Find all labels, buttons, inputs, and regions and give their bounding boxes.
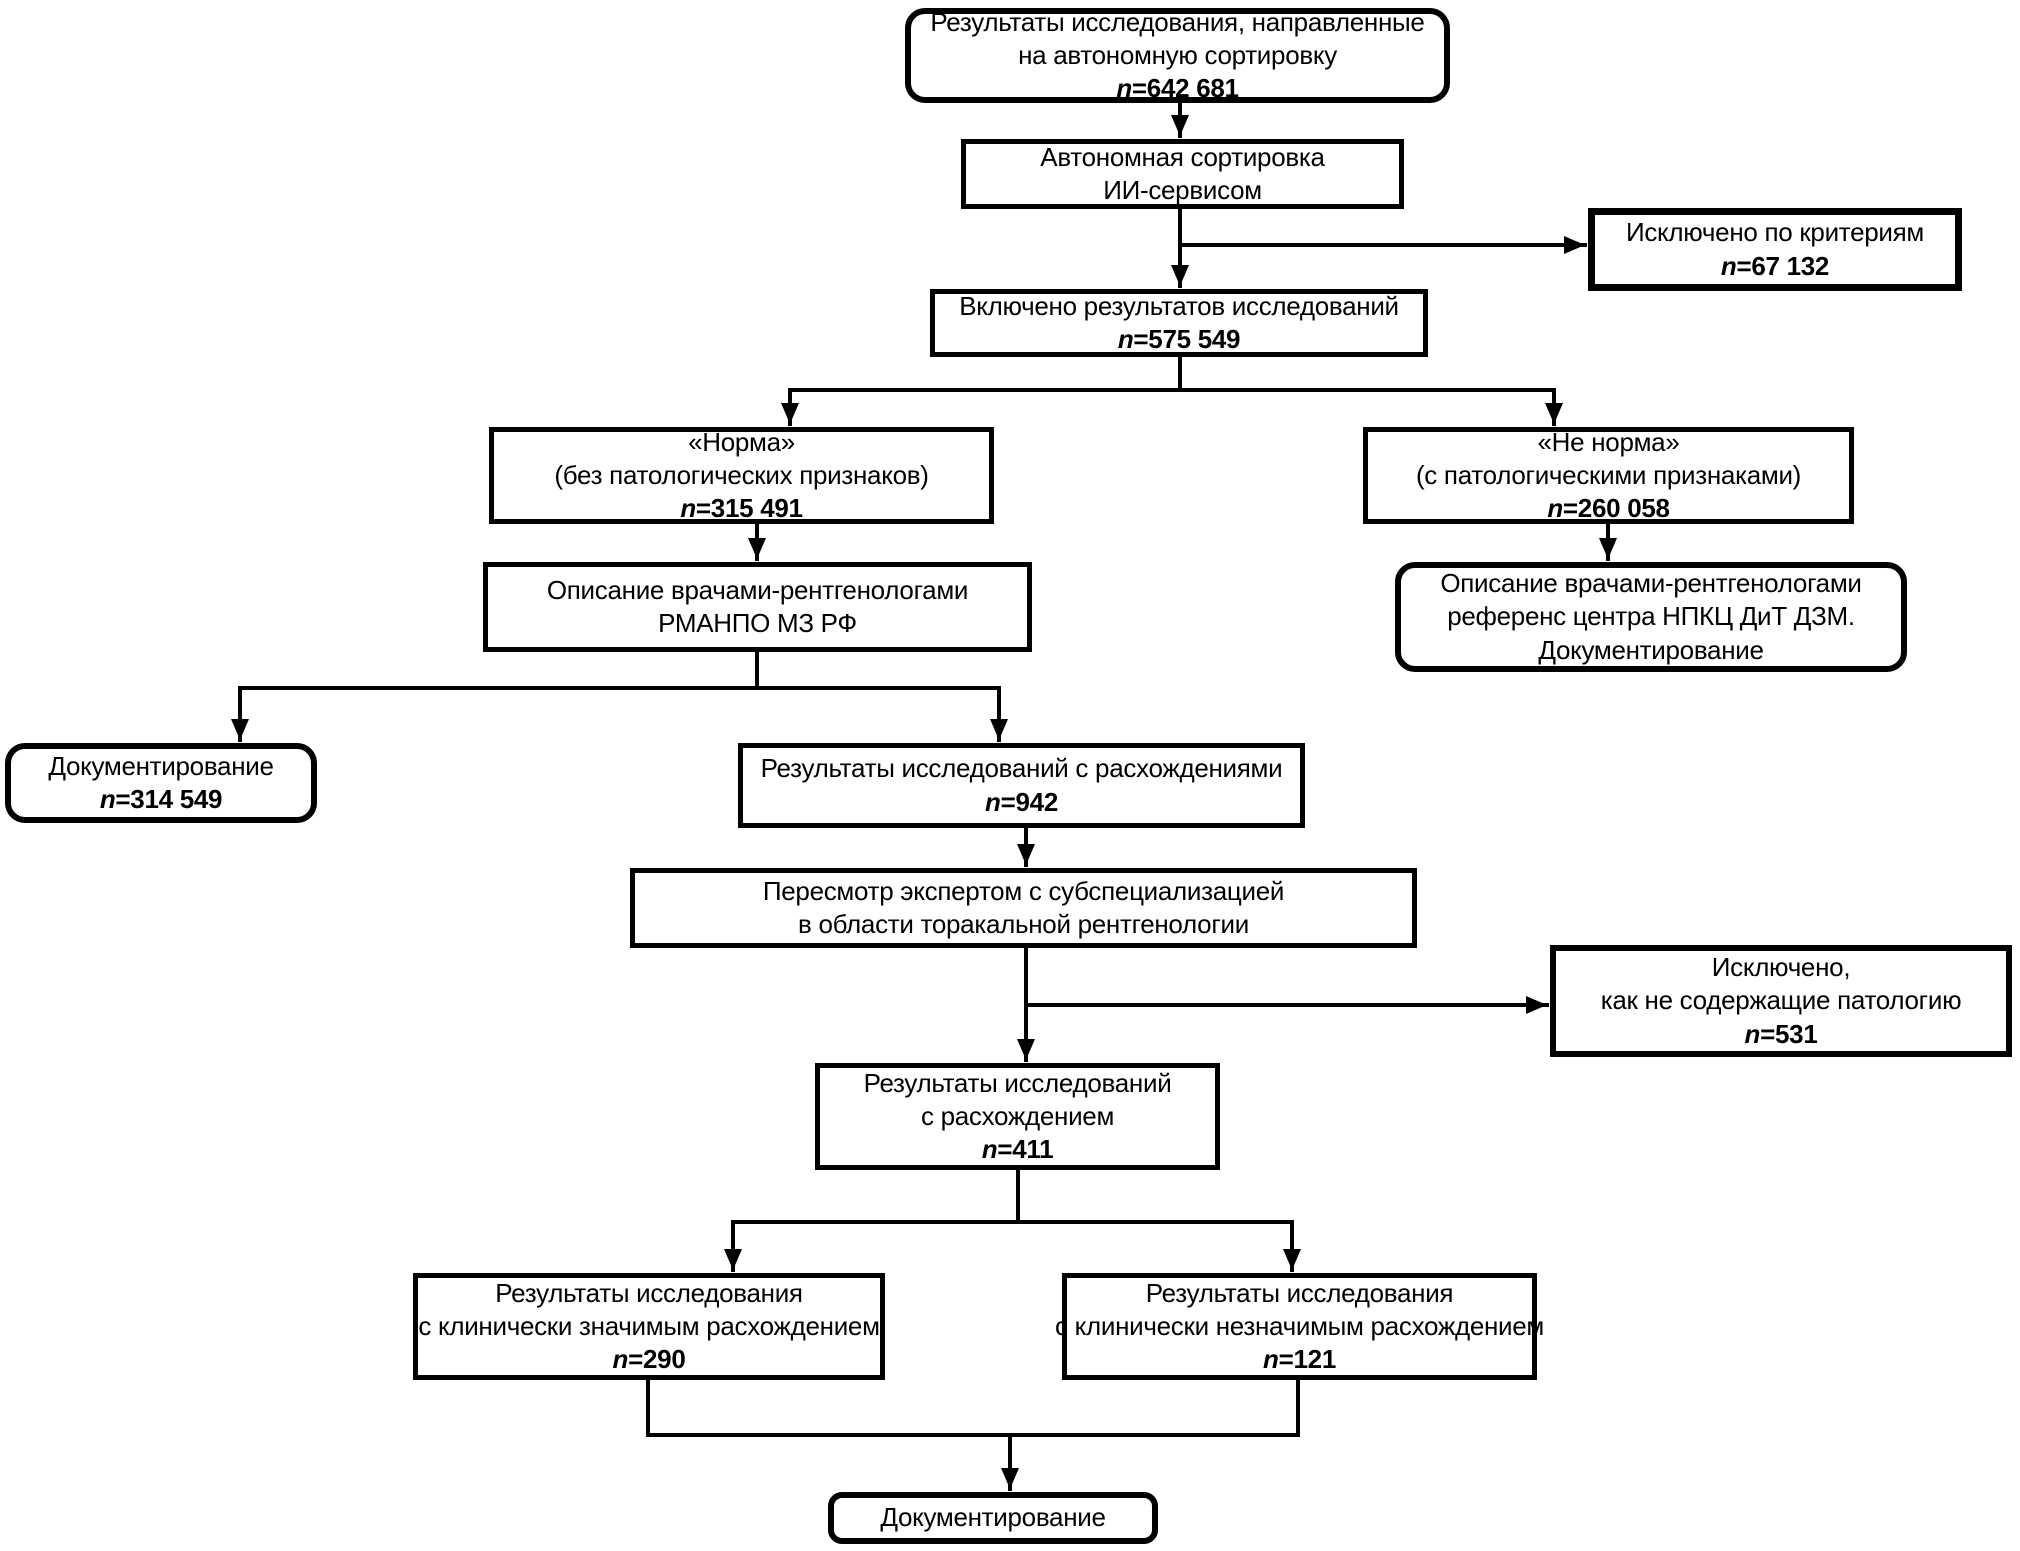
node-text: Результаты исследований с расхождениями [760,753,1283,784]
node-significant-discrepancy: Результаты исследования с клинически зна… [413,1273,885,1380]
node-count: n=642 681 [1116,73,1239,104]
node-text: Результаты исследования [495,1277,803,1308]
node-text: Описание врачами-рентгенологами [546,574,969,605]
node-count: n=531 [1744,1018,1818,1049]
node-text: в области торакальной рентгенологии [798,909,1249,939]
node-count: n=260 058 [1547,493,1670,524]
node-text: (с патологическими признаками) [1415,459,1802,490]
node-documentation-norm: Документирование n=314 549 [5,743,317,823]
node-text: с расхождением [920,1100,1115,1131]
node-text: Исключено, [1711,952,1851,983]
node-radiologists-reference-center: Описание врачами-рентгенологами референс… [1395,562,1907,672]
node-text: на автономную сортировку [1018,39,1337,70]
node-radiologists-rmanpo: Описание врачами-рентгенологами РМАНПО М… [483,562,1032,652]
node-excluded-by-criteria: Исключено по критериям n=67 132 [1588,208,1962,291]
node-start: Результаты исследования, направленные на… [905,6,1450,104]
node-text: Включено результатов исследований [959,290,1399,321]
node-text: Документирование [880,1502,1106,1533]
node-text: Результаты исследования [1145,1277,1454,1308]
node-count: n=411 [981,1134,1054,1165]
node-text: Результаты исследований [863,1067,1172,1098]
node-text: Описание врачами-рентгенологами [1440,568,1862,599]
node-not-norm: «Не норма» (с патологическими признаками… [1363,427,1854,524]
node-count: n=290 [612,1344,686,1375]
node-excluded-no-pathology: Исключено, как не содержащие патологию n… [1550,945,2012,1057]
node-discrepancies-942: Результаты исследований с расхождениями … [738,743,1305,828]
node-text: как не содержащие патологию [1600,985,1962,1016]
node-text: ИИ-сервисом [1103,175,1262,205]
node-count: n=315 491 [680,493,803,524]
node-text: с клинически незначимым расхождением [1055,1310,1544,1341]
node-text: Исключено по критериям [1625,217,1925,248]
node-count: n=121 [1263,1344,1336,1375]
node-documentation-final: Документирование [828,1492,1158,1544]
node-expert-review: Пересмотр экспертом с субспециализацией … [630,868,1417,948]
node-text: «Норма» [688,426,795,457]
node-count: n=942 [985,786,1058,817]
node-included: Включено результатов исследований n=575 … [930,289,1428,357]
node-text: Пересмотр экспертом с субспециализацией [762,875,1285,906]
node-ai-sorting: Автономная сортировка ИИ-сервисом [961,139,1404,209]
node-count: n=67 132 [1720,250,1830,281]
node-text: Результаты исследования, направленные [930,6,1425,37]
node-insignificant-discrepancy: Результаты исследования с клинически нез… [1055,1273,1544,1380]
node-text: Документирование [1538,634,1764,665]
node-count: n=575 549 [1117,324,1241,354]
node-text: (без патологических признаков) [554,459,929,490]
node-text: «Не норма» [1537,426,1680,457]
node-text: с клинически значимым расхождением [418,1310,880,1341]
node-text: Автономная сортировка [1040,141,1325,172]
node-discrepancy-411: Результаты исследований с расхождением n… [815,1063,1220,1170]
node-text: РМАНПО МЗ РФ [658,608,857,638]
node-text: Документирование [48,750,274,781]
node-norm: «Норма» (без патологических признаков) n… [489,427,994,524]
node-count: n=314 549 [99,784,223,814]
node-text: референс центра НПКЦ ДиТ ДЗМ. [1447,601,1855,632]
